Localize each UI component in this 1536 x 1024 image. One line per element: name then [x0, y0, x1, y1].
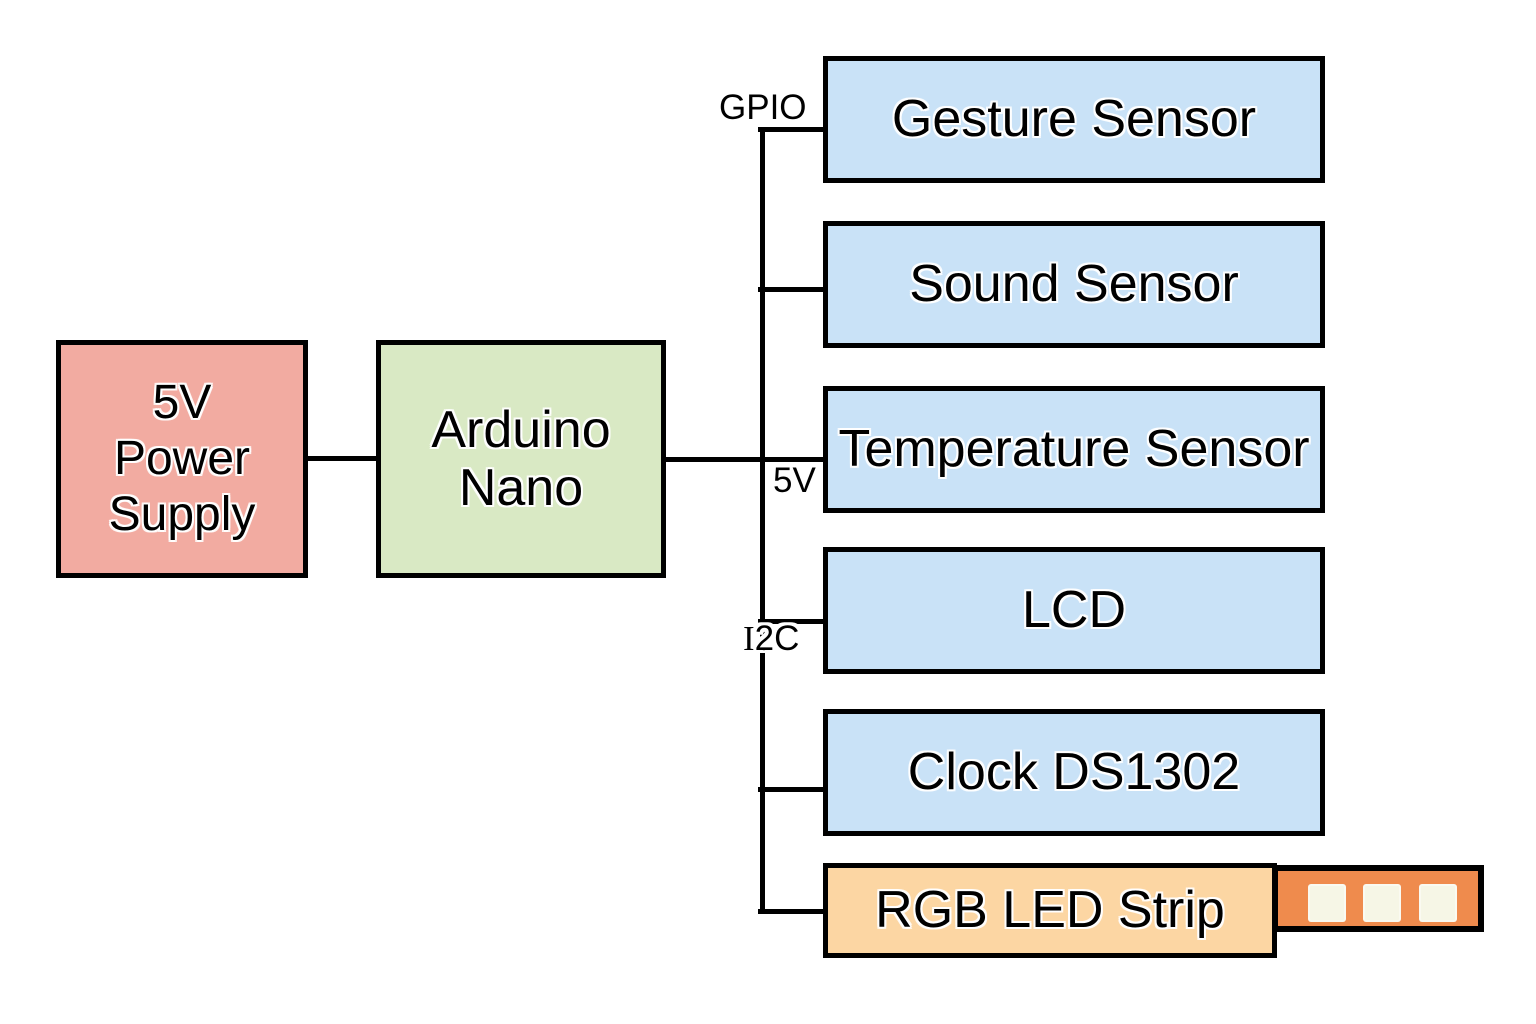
led-pixel-icon	[1308, 884, 1346, 922]
temperature-sensor-box: Temperature Sensor	[823, 386, 1325, 513]
rgb-led-strip-box: RGB LED Strip	[823, 863, 1277, 958]
led-strip-graphic	[1272, 865, 1484, 932]
sound-sensor-label: Sound Sensor	[909, 255, 1239, 314]
sound-sensor-box: Sound Sensor	[823, 221, 1325, 348]
arduino-nano-label: Arduino Nano	[431, 400, 611, 517]
gpio-bus-label: GPIO	[719, 88, 807, 127]
connector-nano-to-bus	[660, 457, 825, 462]
i2c-bus-label: I2C	[743, 619, 800, 658]
temperature-sensor-label: Temperature Sensor	[838, 420, 1310, 479]
branch-line-rgb	[758, 909, 825, 914]
lcd-box: LCD	[823, 547, 1325, 674]
branch-line-clock	[758, 787, 825, 792]
branch-line-sound	[758, 287, 825, 292]
power-supply-label: 5V Power Supply	[108, 376, 256, 541]
arduino-nano-box: Arduino Nano	[376, 340, 666, 578]
power-supply-box: 5V Power Supply	[56, 340, 308, 578]
branch-line-gesture	[758, 127, 825, 132]
5v-bus-label: 5V	[773, 461, 816, 500]
gesture-sensor-box: Gesture Sensor	[823, 56, 1325, 183]
gesture-sensor-label: Gesture Sensor	[891, 90, 1257, 149]
clock-ds1302-label: Clock DS1302	[907, 743, 1241, 802]
lcd-label: LCD	[1021, 581, 1127, 640]
clock-ds1302-box: Clock DS1302	[823, 709, 1325, 836]
branch-line-lcd	[758, 619, 825, 624]
led-pixel-icon	[1419, 884, 1457, 922]
connector-power-to-nano	[300, 456, 384, 461]
bus-line	[760, 127, 765, 914]
rgb-led-strip-label: RGB LED Strip	[875, 881, 1225, 940]
led-pixel-icon	[1363, 884, 1401, 922]
